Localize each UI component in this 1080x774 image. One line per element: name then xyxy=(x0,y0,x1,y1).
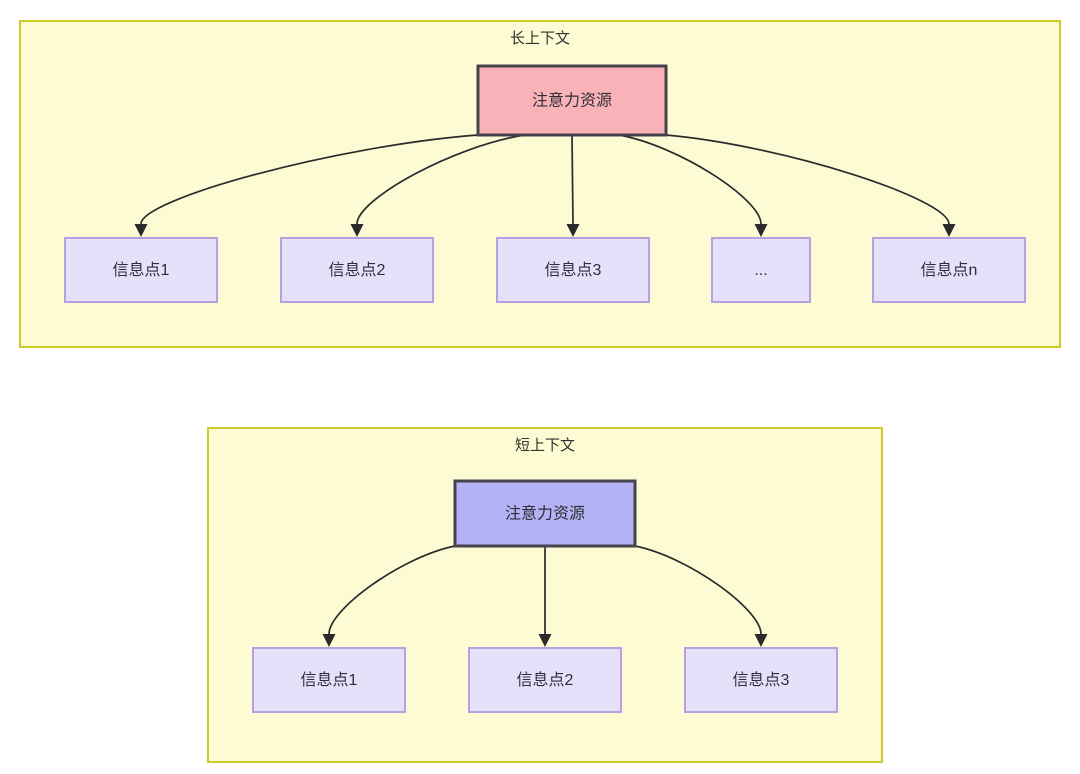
edge-line xyxy=(328,545,456,635)
edge-arrowhead xyxy=(942,224,956,237)
edge-line xyxy=(356,134,526,225)
node-info-point-short-context-2[interactable] xyxy=(684,647,838,713)
edge-line xyxy=(140,134,479,225)
edge-arrowhead xyxy=(350,224,364,237)
node-label-info-point-short-context-0: 信息点1 xyxy=(301,671,358,689)
panel-title-long-context: 长上下文 xyxy=(510,30,570,47)
edge-arrowhead xyxy=(754,634,768,647)
edge-line xyxy=(618,134,762,225)
node-label-info-point-long-context-3: ... xyxy=(754,262,767,279)
node-info-point-short-context-0[interactable] xyxy=(252,647,406,713)
edge-arrowhead xyxy=(134,224,148,237)
edge-line xyxy=(571,134,574,225)
edge-line xyxy=(634,545,762,635)
node-label-attention-resource-short-context: 注意力资源 xyxy=(505,504,585,523)
edge-arrowhead xyxy=(538,634,552,647)
panel-title-short-context: 短上下文 xyxy=(515,437,575,454)
node-label-info-point-long-context-4: 信息点n xyxy=(921,261,978,279)
node-info-point-long-context-4[interactable] xyxy=(872,237,1026,303)
node-label-info-point-long-context-0: 信息点1 xyxy=(113,261,170,279)
node-label-info-point-short-context-2: 信息点3 xyxy=(733,671,790,689)
node-attention-resource-short-context[interactable] xyxy=(453,479,637,548)
node-label-info-point-short-context-1: 信息点2 xyxy=(517,671,574,689)
edge-line xyxy=(665,134,950,225)
node-label-info-point-long-context-1: 信息点2 xyxy=(329,261,386,279)
node-attention-resource-long-context[interactable] xyxy=(476,64,668,137)
node-info-point-long-context-1[interactable] xyxy=(280,237,434,303)
node-label-info-point-long-context-2: 信息点3 xyxy=(545,261,602,279)
node-info-point-long-context-2[interactable] xyxy=(496,237,650,303)
edge-arrowhead xyxy=(754,224,768,237)
node-info-point-long-context-0[interactable] xyxy=(64,237,218,303)
edge-arrowhead xyxy=(322,634,336,647)
node-info-point-short-context-1[interactable] xyxy=(468,647,622,713)
node-info-point-long-context-3[interactable] xyxy=(711,237,811,303)
node-label-attention-resource-long-context: 注意力资源 xyxy=(532,91,612,110)
edge-arrowhead xyxy=(566,224,580,237)
